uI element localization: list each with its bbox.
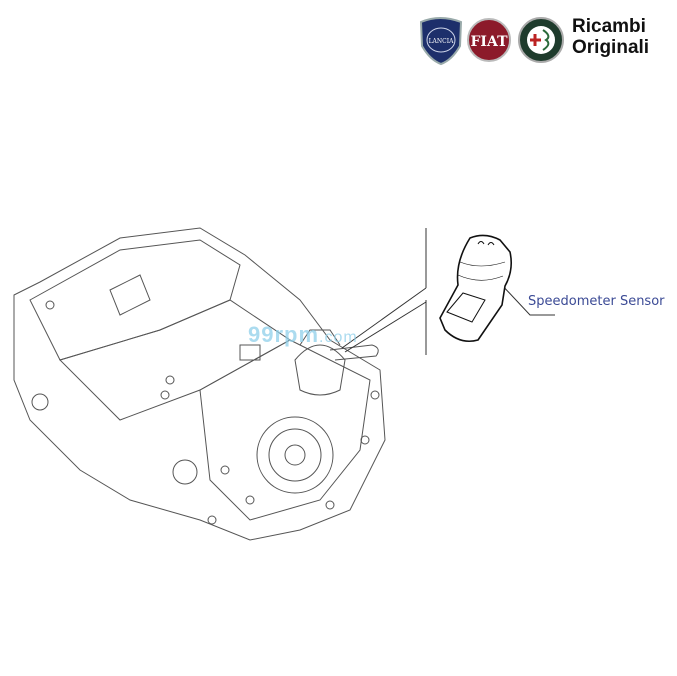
alfa-romeo-logo	[518, 17, 564, 63]
fiat-logo: FIAT	[467, 18, 511, 62]
brand-line-2: Originali	[572, 37, 650, 58]
svg-text:LANCIA: LANCIA	[429, 38, 455, 45]
pointer-line-1	[341, 287, 427, 349]
logos: LANCIA FIAT	[419, 17, 564, 66]
part-label: Speedometer Sensor	[528, 294, 665, 309]
watermark: 99rpm.com	[248, 322, 358, 348]
pointer-line-2	[344, 301, 427, 353]
gearbox-illustration	[13, 227, 386, 541]
svg-text:FIAT: FIAT	[470, 34, 508, 50]
watermark-main: 99rpm	[248, 322, 320, 347]
brand-line-1: Ricambi	[572, 16, 646, 37]
watermark-suffix: .com	[319, 329, 358, 346]
speedometer-sensor-part	[439, 234, 512, 343]
lancia-logo: LANCIA	[419, 17, 463, 66]
brand-text: Ricambi Originali	[572, 16, 649, 58]
label-leader	[499, 282, 555, 316]
leader-lines	[341, 228, 555, 355]
